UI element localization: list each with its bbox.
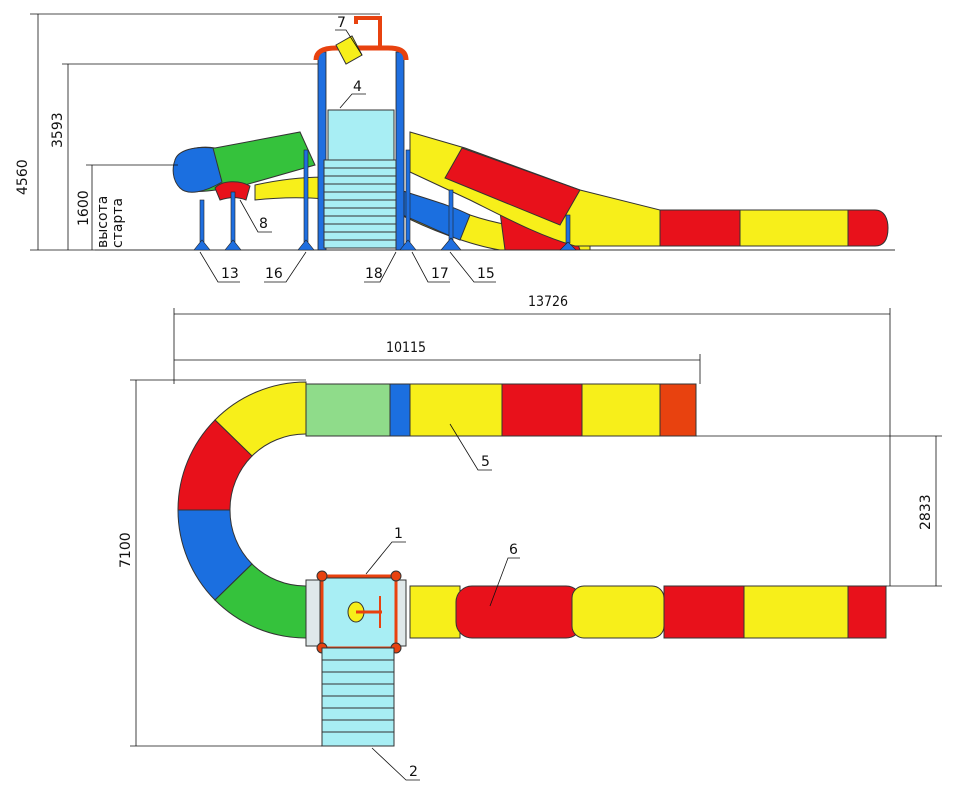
plan-lower-yellow-2 — [571, 585, 665, 639]
plan-upper-end — [659, 383, 697, 437]
post-icon — [316, 570, 328, 582]
plan-upper-yellow-2 — [581, 383, 661, 437]
plan-view: 13726 10115 7100 2833 1 5 6 2 — [118, 294, 942, 781]
slide-end-red — [847, 209, 889, 247]
callout-17: 17 — [431, 266, 449, 282]
dim-start-height: 1600 — [76, 190, 92, 226]
plan-upper-green — [305, 383, 391, 437]
start-height-caption-2: старта — [110, 198, 126, 248]
callout-16: 16 — [265, 266, 283, 282]
start-bowl-red — [214, 181, 251, 201]
platform-panel — [327, 109, 395, 161]
plan-upper-blue — [389, 383, 411, 437]
plan-lower-red-2 — [663, 585, 745, 639]
callout-18: 18 — [365, 266, 383, 282]
dim-plan-width: 7100 — [118, 532, 134, 568]
elevation-dimensions — [30, 13, 380, 251]
upper-slide-red-1 — [444, 147, 581, 226]
callout-4: 4 — [353, 79, 362, 95]
callout-1: 1 — [394, 526, 403, 542]
dim-platform-height: 3593 — [50, 112, 66, 148]
plan-stairs — [321, 647, 395, 747]
plan-lower-end — [847, 585, 887, 639]
callout-7: 7 — [337, 15, 346, 31]
tower-roof-rail — [313, 45, 409, 61]
callout-5: 5 — [481, 454, 490, 470]
upper-slide-yellow-2 — [739, 209, 849, 247]
tower-post-right — [395, 51, 405, 251]
callout-13: 13 — [221, 266, 239, 282]
callout-8: 8 — [259, 216, 268, 232]
elevation-view: 4560 3593 1600 высота старта 7 4 8 13 16… — [15, 13, 895, 283]
post-icon — [390, 570, 402, 582]
tower-stairs — [323, 159, 397, 249]
callout-15: 15 — [477, 266, 495, 282]
elevation-leaders — [199, 29, 496, 283]
plan-leaders — [365, 423, 520, 781]
plan-dimensions — [130, 308, 942, 747]
plan-lower-yellow-3 — [743, 585, 849, 639]
dim-total-length: 13726 — [528, 294, 568, 310]
shower-panel — [335, 35, 363, 65]
dim-total-height: 4560 — [15, 159, 31, 195]
dim-upper-length: 10115 — [386, 340, 426, 356]
upper-slide-red-2 — [659, 209, 741, 247]
dim-gap-width: 2833 — [918, 494, 934, 530]
callout-6: 6 — [509, 542, 518, 558]
plan-upper-red — [501, 383, 583, 437]
shower-pipe — [354, 16, 382, 48]
plan-upper-yellow-1 — [409, 383, 503, 437]
slide-supports — [193, 149, 577, 251]
plan-lower-red-1 — [455, 585, 583, 639]
plan-lower-yellow-1 — [409, 585, 461, 639]
start-height-caption-1: высота — [95, 196, 111, 248]
upper-slide-blue — [172, 147, 223, 193]
callout-2: 2 — [409, 764, 418, 780]
